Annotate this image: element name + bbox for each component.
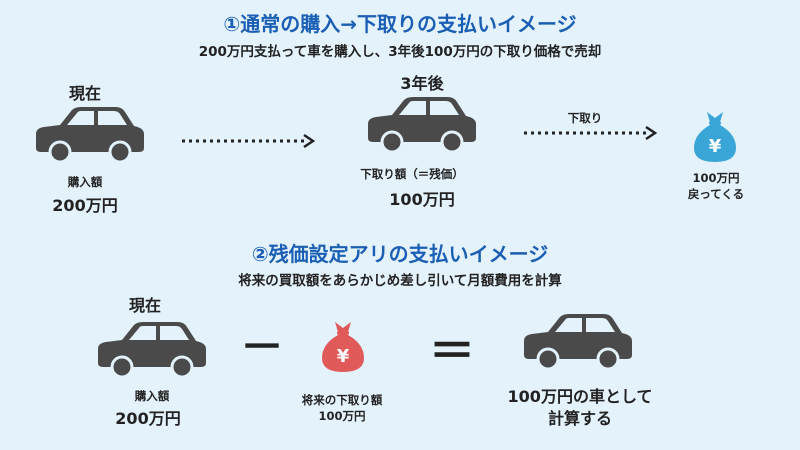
money-bag-symbol: ¥ [709, 136, 722, 157]
section2-result-line1: 100万円の車として [507, 387, 653, 406]
section2-future-label: 将来の下取り額 [301, 393, 383, 407]
section1-return-amount: 100万円 [692, 171, 740, 185]
section1-subtitle: 200万円支払って車を購入し、3年後100万円の下取り価格で売却 [198, 44, 602, 60]
section2-purchase-label: 購入額 [134, 389, 170, 403]
section1-return-text: 戻ってくる [687, 187, 745, 201]
section1-purchase-price: 200万円 [52, 196, 118, 215]
minus-sign: － [240, 322, 284, 373]
section2-subtitle: 将来の買取額をあらかじめ差し引いて月額費用を計算 [238, 273, 562, 289]
section1-arrow-label: 下取り [567, 111, 603, 125]
section2-future-price: 100万円 [318, 409, 366, 423]
section1-tradein-label: 下取り額（＝残価） [360, 167, 464, 181]
section1-purchase-label: 購入額 [67, 175, 103, 189]
equals-sign: ＝ [429, 324, 475, 378]
dotted-arrow-icon [180, 133, 320, 149]
car-icon [362, 93, 482, 155]
section1-tradein-price: 100万円 [389, 190, 455, 209]
car-icon [30, 103, 150, 165]
money-bag-symbol: ¥ [337, 346, 350, 367]
car-icon [92, 318, 212, 380]
section2-title: ②残価設定アリの支払いイメージ [251, 242, 549, 266]
section2-result-line2: 計算する [547, 409, 613, 428]
dotted-arrow-icon [522, 125, 662, 141]
section1-title: ①通常の購入→下取りの支払いイメージ [223, 12, 577, 36]
car-icon [518, 310, 638, 372]
money-bag-icon: ¥ [318, 318, 368, 378]
section1-now-label: 現在 [68, 84, 102, 103]
money-bag-icon: ¥ [690, 108, 740, 168]
section2-now-label: 現在 [128, 296, 162, 315]
section2-purchase-price: 200万円 [115, 409, 181, 428]
section1-later-label: 3年後 [400, 74, 444, 93]
